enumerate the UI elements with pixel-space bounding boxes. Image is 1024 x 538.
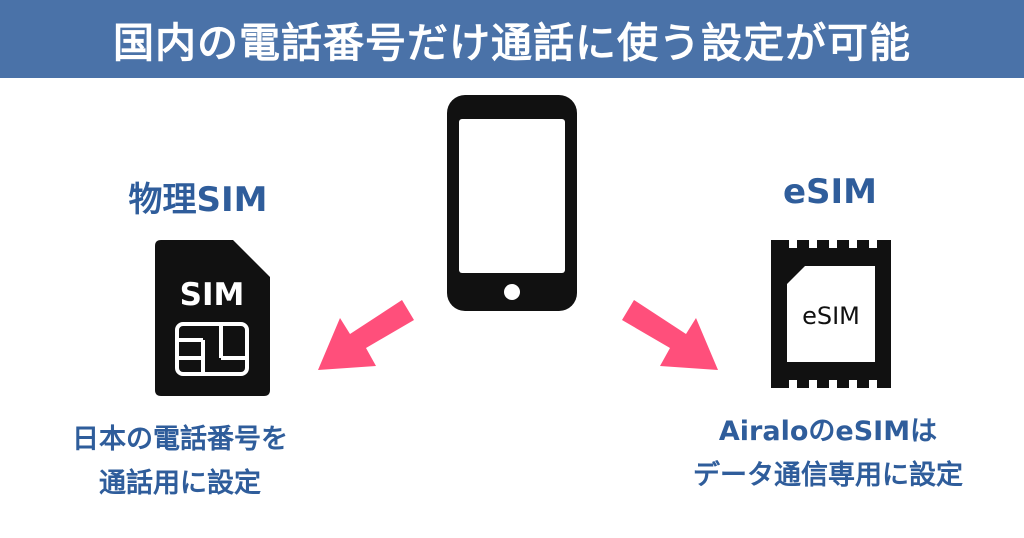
physical-sim-caption-line-1: 日本の電話番号を — [72, 424, 288, 455]
sim-contact-pad — [175, 322, 249, 376]
sim-card-icon: SIM — [155, 240, 270, 396]
esim-chip-icon: eSIM — [771, 240, 891, 388]
arrow-right-down-icon — [622, 300, 718, 370]
physical-sim-label: 物理SIM — [128, 180, 268, 220]
esim-caption-line-2: データ通信専用に設定 — [693, 460, 963, 491]
arrow-left-down-icon — [318, 300, 414, 370]
smartphone-icon — [447, 95, 577, 311]
sim-card-text: SIM — [180, 277, 245, 313]
esim-caption: AiraloのeSIMは データ通信専用に設定 — [638, 410, 1018, 498]
esim-label: eSIM — [782, 172, 878, 212]
esim-caption-line-1: AiraloのeSIMは — [718, 416, 938, 447]
page-title: 国内の電話番号だけ通話に使う設定が可能 — [113, 19, 911, 67]
title-banner: 国内の電話番号だけ通話に使う設定が可能 — [0, 0, 1024, 78]
physical-sim-caption-line-2: 通話用に設定 — [99, 468, 261, 499]
esim-chip-text: eSIM — [802, 302, 860, 330]
physical-sim-caption: 日本の電話番号を 通話用に設定 — [30, 418, 330, 506]
